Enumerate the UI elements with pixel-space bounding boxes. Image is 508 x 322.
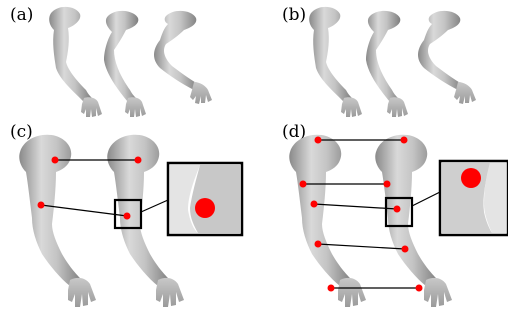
- marker: [315, 241, 322, 248]
- arm-b-1: [309, 7, 362, 117]
- marker-zoomed: [461, 168, 481, 188]
- marker: [401, 137, 408, 144]
- arm-b-2: [366, 11, 408, 117]
- arm-d-1: [289, 135, 366, 307]
- arm-a-2: [104, 11, 146, 117]
- marker: [124, 213, 131, 220]
- marker: [135, 157, 142, 164]
- arm-a-1: [49, 7, 102, 117]
- marker: [311, 201, 318, 208]
- marker: [38, 202, 45, 209]
- marker: [300, 181, 307, 188]
- marker: [328, 285, 335, 292]
- marker: [394, 206, 401, 213]
- marker: [315, 137, 322, 144]
- marker: [384, 181, 391, 188]
- arm-a-3: [154, 11, 212, 104]
- marker-zoomed: [195, 198, 215, 218]
- arm-b-3: [418, 11, 476, 104]
- marker: [52, 157, 59, 164]
- marker: [402, 246, 409, 253]
- marker: [416, 285, 423, 292]
